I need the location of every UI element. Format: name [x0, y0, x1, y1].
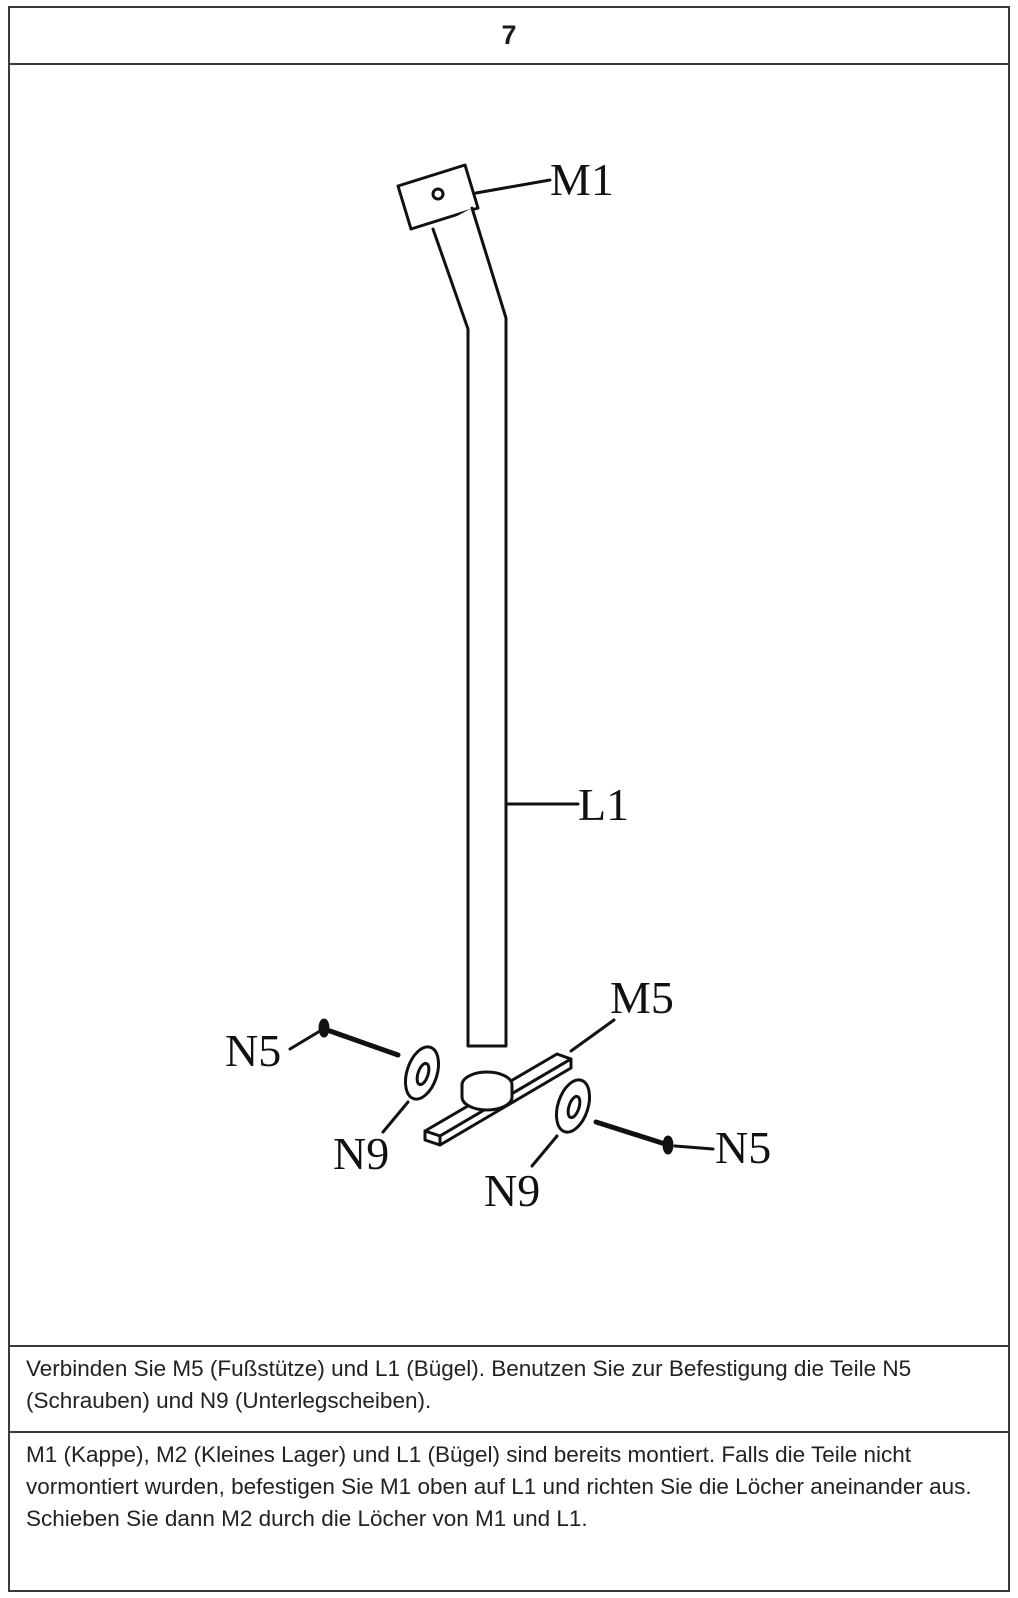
label-n9-right: N9: [484, 1165, 540, 1216]
m1-leader-line: [474, 178, 552, 195]
label-n5-left: N5: [225, 1025, 281, 1076]
m5-footrest: [423, 1052, 573, 1147]
assembly-instruction: Verbinden Sie M5 (Fußstütze) und L1 (Büg…: [10, 1345, 1008, 1433]
n9-right-washer: [554, 1078, 592, 1134]
n9-left-washer: [403, 1045, 441, 1101]
preassembly-note: M1 (Kappe), M2 (Kleines Lager) und L1 (B…: [26, 1442, 972, 1531]
n5-left-screw: [318, 1018, 401, 1058]
m1-cap: [396, 163, 480, 231]
n5-right-screw: [593, 1119, 674, 1155]
n9-right-leader-line: [530, 1134, 559, 1168]
label-n9-left: N9: [333, 1128, 389, 1179]
assembly-diagram: M1 L1 M5 N5 N9 N9 N5: [10, 63, 1008, 1347]
label-l1: L1: [578, 779, 629, 830]
instruction-sheet: 7: [8, 6, 1010, 1592]
label-n5-right: N5: [715, 1122, 771, 1173]
n5-right-leader-line: [673, 1144, 715, 1151]
label-m1: M1: [550, 154, 614, 205]
assembly-drawing: M1 L1 M5 N5 N9 N9 N5: [225, 154, 771, 1216]
n9-left-leader-line: [381, 1100, 410, 1134]
m5-leader-line: [569, 1018, 616, 1053]
step-number: 7: [10, 8, 1008, 65]
n5-left-leader-line: [288, 1029, 322, 1051]
label-m5: M5: [610, 972, 674, 1023]
l1-bar: [431, 206, 508, 1048]
